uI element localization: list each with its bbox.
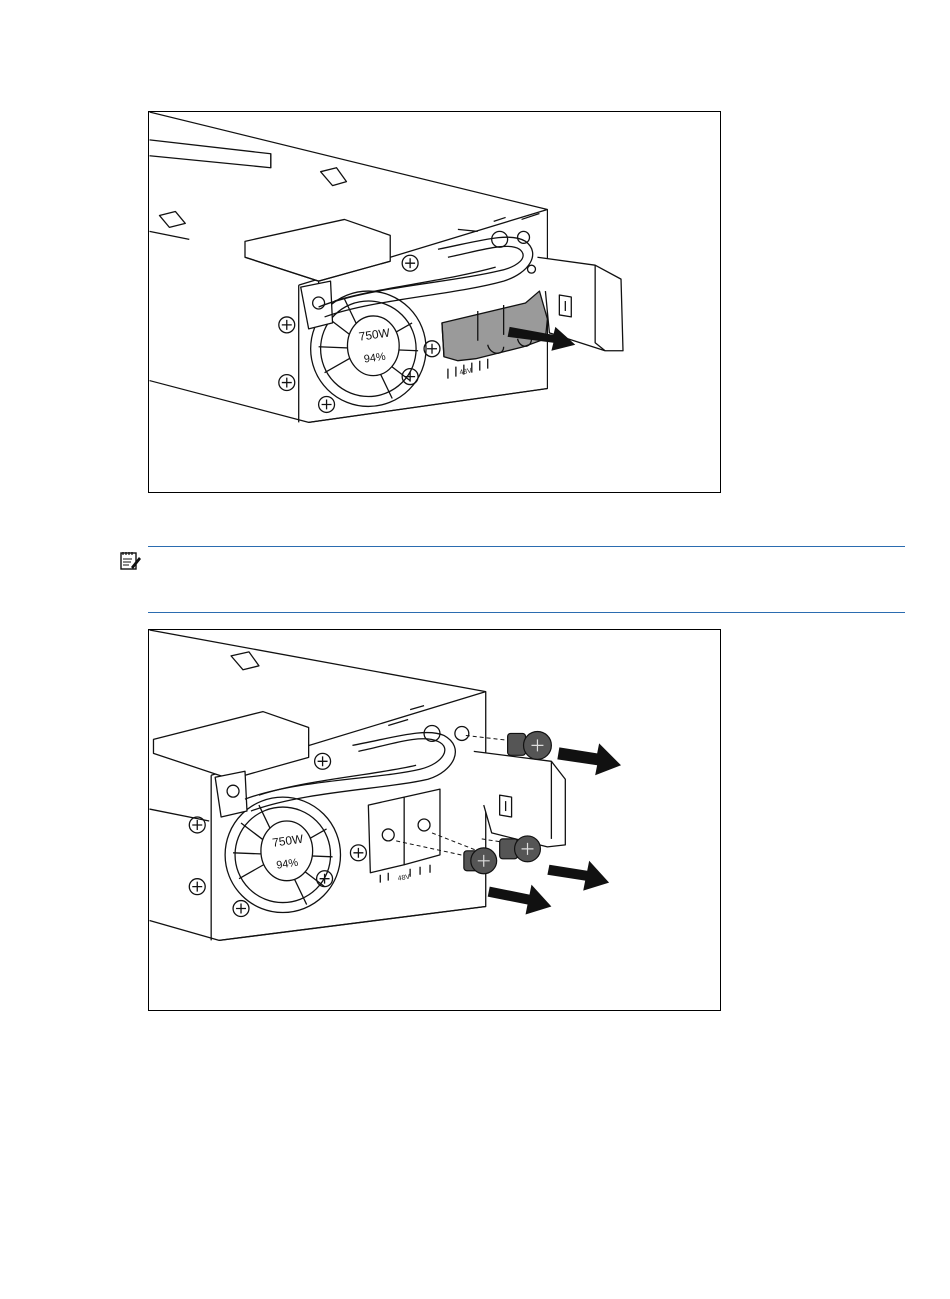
- illustration-remove-connector-cover: 750W 94% 48V: [148, 111, 721, 493]
- power-supply-line-drawing-1: 750W 94% 48V: [149, 112, 720, 492]
- illustration-remove-screws: 750W 94% 48V: [148, 629, 721, 1011]
- note-bottom-rule: [148, 612, 905, 613]
- screw-removal-arrow-icon: [547, 861, 609, 891]
- note-top-rule: [148, 546, 905, 547]
- screw-removal-arrow-icon: [488, 885, 552, 915]
- note-icon: [119, 549, 141, 571]
- screw-removal-arrow-icon: [557, 743, 621, 775]
- power-supply-line-drawing-2: 750W 94% 48V: [149, 630, 720, 1010]
- connector-voltage-label: 48V: [397, 874, 411, 883]
- connector-voltage-label: 48V: [459, 367, 473, 376]
